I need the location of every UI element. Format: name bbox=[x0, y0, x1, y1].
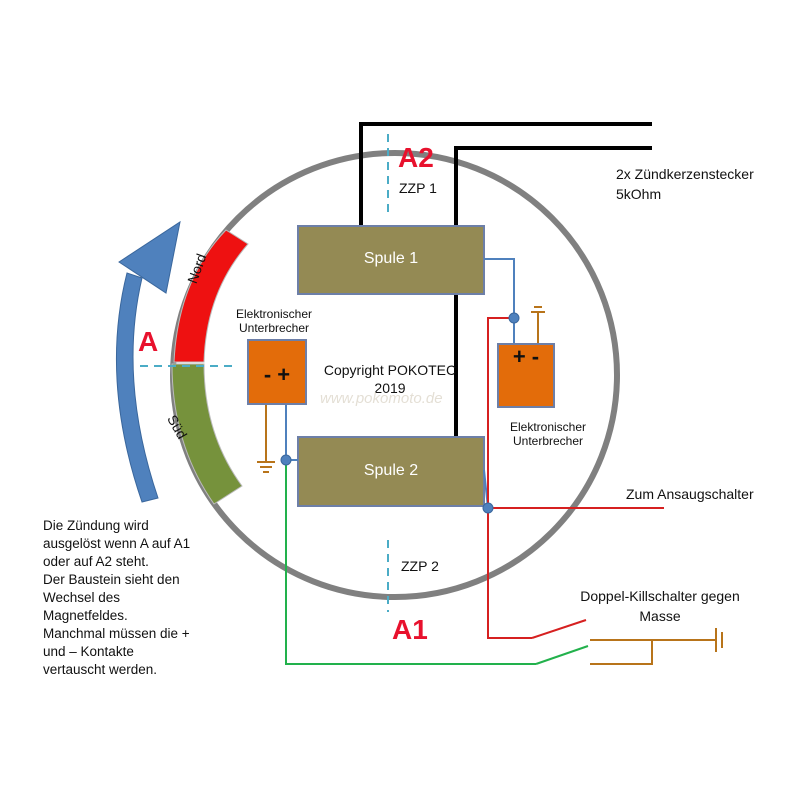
a2-label: A2 bbox=[398, 142, 434, 173]
breaker-left-caption-line2: Unterbrecher bbox=[238, 321, 310, 335]
zzp2-label: ZZP 2 bbox=[401, 558, 439, 574]
note-line: Die Zündung wird bbox=[43, 518, 149, 533]
zzp1-label: ZZP 1 bbox=[399, 180, 437, 196]
magnet-south bbox=[171, 363, 243, 505]
blue-wire-breaker-coil2 bbox=[285, 404, 298, 461]
hv-wire-1 bbox=[359, 122, 652, 228]
breaker-right-symbols: + - bbox=[512, 344, 540, 369]
green-wire bbox=[285, 460, 536, 665]
breaker-left bbox=[247, 339, 307, 405]
note-line: Magnetfeldes. bbox=[43, 608, 128, 623]
coil-2-label: Spule 2 bbox=[363, 462, 419, 479]
magnet-north bbox=[173, 229, 249, 363]
explanation-note: Die Zündung wird ausgelöst wenn A auf A1… bbox=[43, 517, 233, 679]
breaker-left-symbols: - + bbox=[263, 362, 291, 387]
hv-wire-2 bbox=[454, 146, 652, 440]
a1-label: A1 bbox=[392, 614, 428, 645]
copyright-line1: Copyright POKOTEC bbox=[323, 362, 457, 378]
note-line: oder auf A2 steht. bbox=[43, 554, 149, 569]
note-line: vertauscht werden. bbox=[43, 662, 158, 677]
kill-switch-brown-2 bbox=[590, 640, 653, 665]
breaker-right-caption-line1: Elektronischer bbox=[509, 420, 587, 434]
breaker-left-caption-line1: Elektronischer bbox=[235, 307, 313, 321]
watermark: www.pokomoto.de bbox=[320, 390, 443, 407]
rotation-arrow bbox=[115, 272, 159, 503]
junction-right-bottom bbox=[482, 502, 494, 514]
spark-plug-line2: 5kOhm bbox=[616, 186, 662, 202]
note-line: ausgelöst wenn A auf A1 bbox=[43, 536, 191, 551]
note-line: und – Kontakte bbox=[43, 644, 134, 659]
a-label: A bbox=[138, 326, 159, 357]
spark-plug-line1: 2x Zündkerzenstecker bbox=[616, 166, 754, 182]
copyright-line2: 2019 bbox=[374, 380, 406, 396]
spark-plug-caption: 2x Zündkerzenstecker 5kOhm bbox=[616, 164, 754, 204]
copyright: Copyright POKOTEC 2019 bbox=[320, 361, 460, 397]
junction-left bbox=[280, 454, 292, 466]
breaker-right-caption: Elektronischer Unterbrecher bbox=[498, 420, 598, 448]
kill-switch-line1: Doppel-Killschalter gegen bbox=[580, 588, 740, 604]
rotation-arrow-head bbox=[118, 220, 181, 294]
kill-switch-line2: Masse bbox=[639, 608, 681, 624]
red-wire-breaker bbox=[487, 317, 532, 639]
note-line: Wechsel des bbox=[43, 590, 121, 605]
note-line: Der Baustein sieht den bbox=[43, 572, 180, 587]
breaker-left-caption: Elektronischer Unterbrecher bbox=[224, 307, 324, 335]
coil-1-label: Spule 1 bbox=[363, 250, 419, 267]
breaker-right bbox=[497, 343, 555, 408]
ansaug-label: Zum Ansaugschalter bbox=[626, 486, 754, 502]
kill-switch-green-blade bbox=[535, 645, 589, 665]
kill-switch-caption: Doppel-Killschalter gegen Masse bbox=[560, 586, 760, 626]
junction-right-top bbox=[508, 312, 520, 324]
note-line: Manchmal müssen die + bbox=[43, 626, 190, 641]
breaker-right-caption-line2: Unterbrecher bbox=[512, 434, 584, 448]
coil-1 bbox=[297, 225, 485, 295]
kill-switch-red-blade bbox=[531, 619, 587, 639]
